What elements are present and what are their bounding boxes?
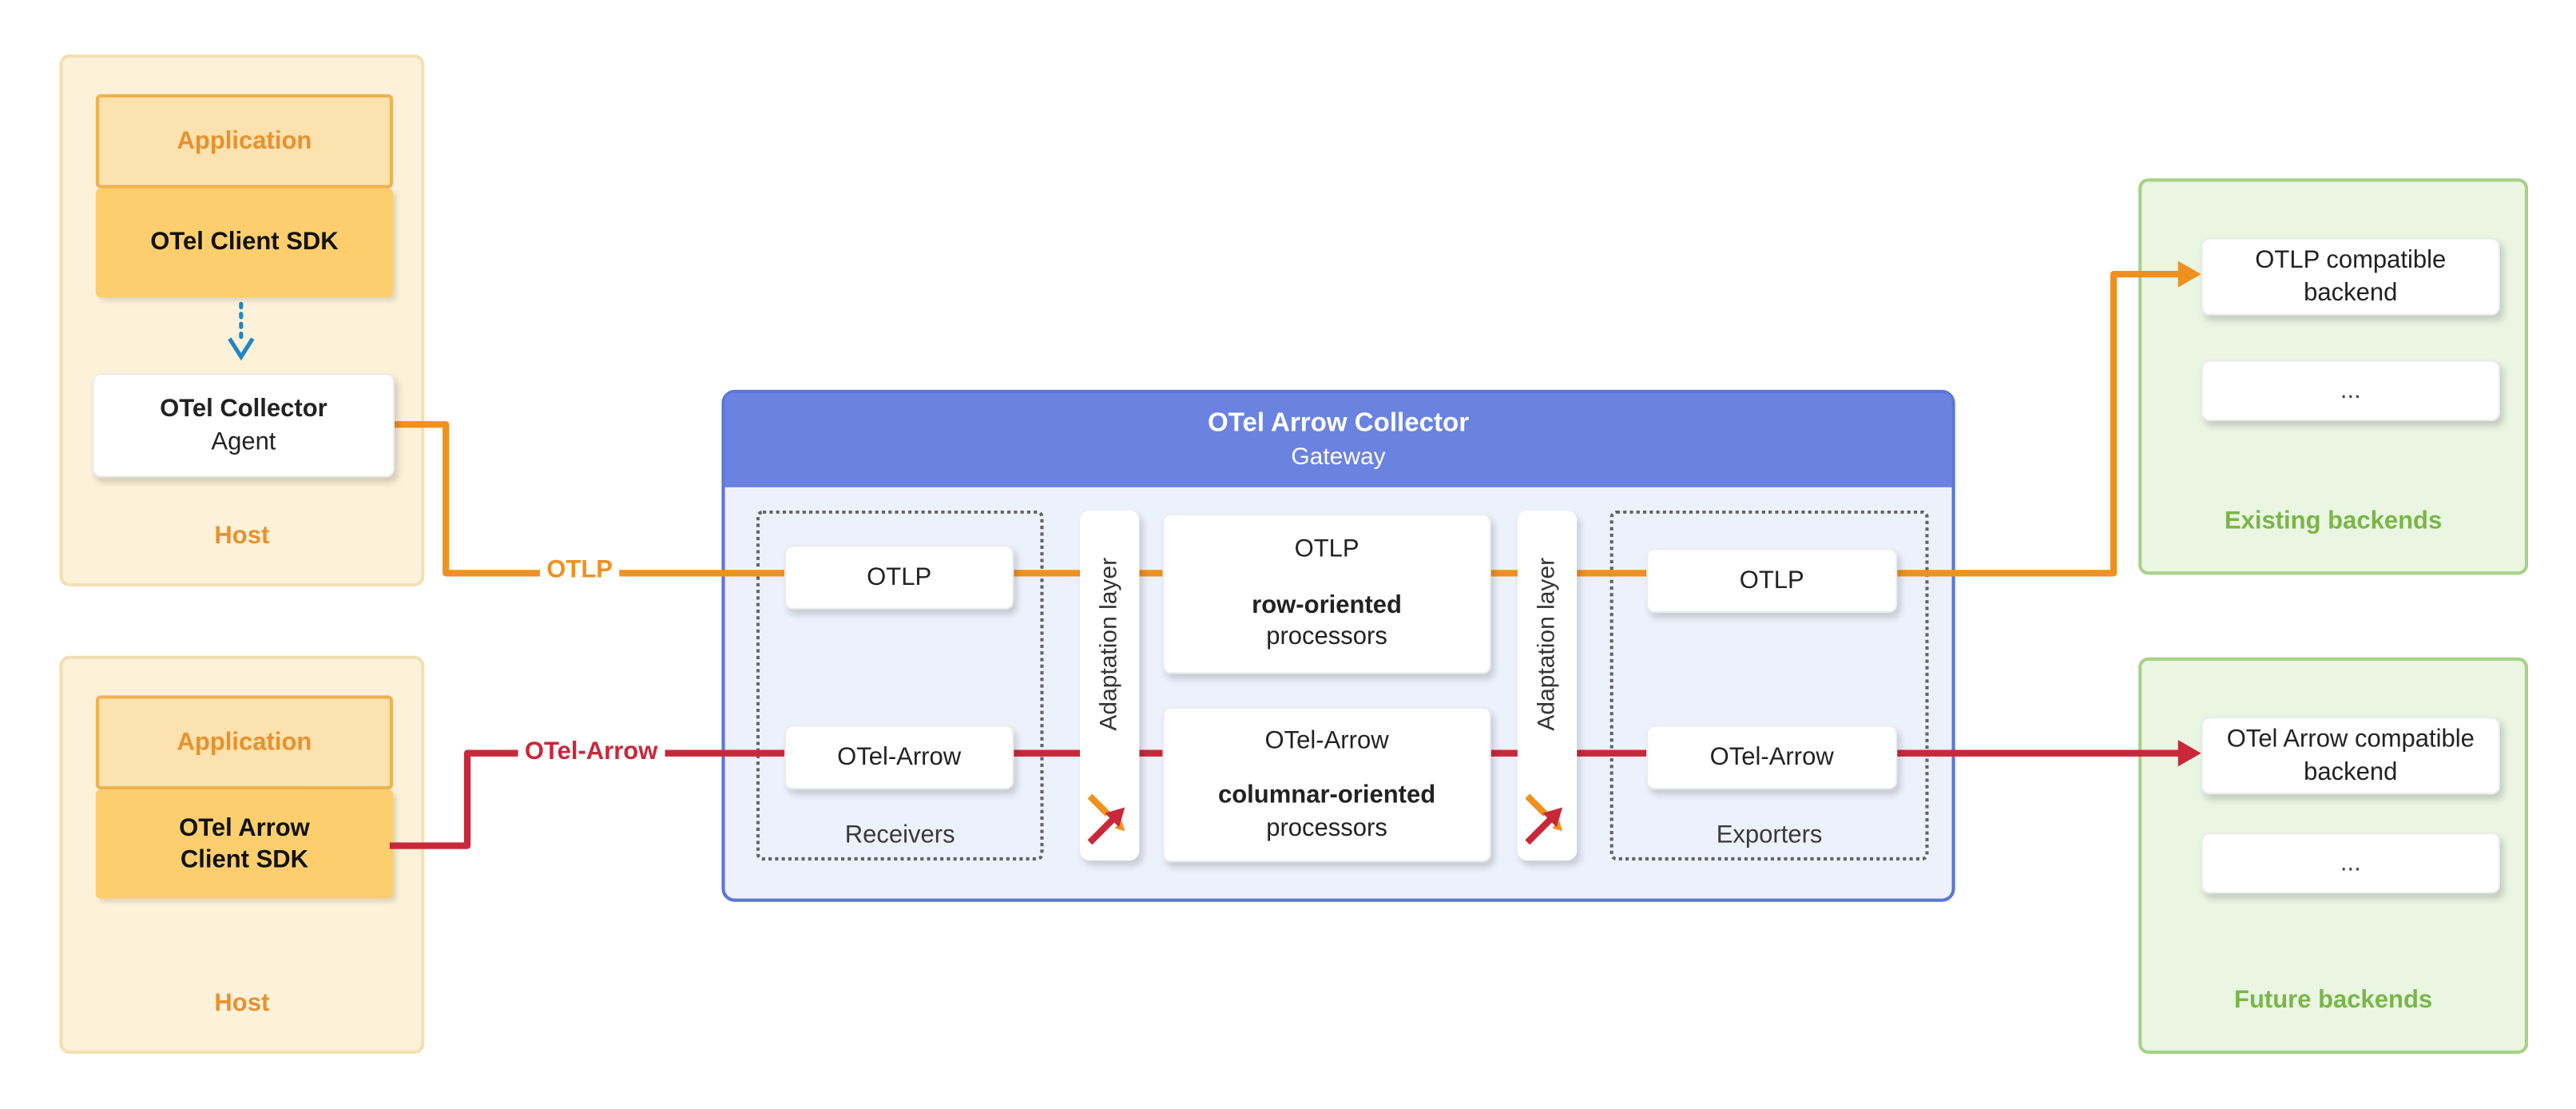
existing-backends-panel: OTLP compatible backend ... Existing bac… <box>2138 178 2529 575</box>
application-box-top: Application <box>95 93 394 189</box>
exporters-label: Exporters <box>1716 821 1823 849</box>
exporter-otel-arrow-box: OTel-Arrow <box>1646 725 1898 790</box>
adaptation-layer-left-label: Adaptation layer <box>1096 556 1123 730</box>
processor-columnar-type: columnar-oriented <box>1217 781 1436 810</box>
otel-client-sdk-label: OTel Client SDK <box>150 228 339 256</box>
exporter-otel-arrow-label: OTel-Arrow <box>1709 742 1834 771</box>
otel-collector-label: OTel Collector <box>160 395 327 423</box>
arrow-backend-line1: OTel Arrow compatible <box>2226 725 2475 753</box>
application-box-bottom: Application <box>95 695 394 790</box>
agent-label: Agent <box>211 427 276 455</box>
adaptation-layer-left: Adaptation layer <box>1080 510 1140 861</box>
existing-backends-label: Existing backends <box>2224 507 2443 535</box>
exporter-otlp-label: OTLP <box>1739 566 1804 594</box>
future-backends-label: Future backends <box>2234 986 2433 1015</box>
adaptation-layer-right: Adaptation layer <box>1517 510 1578 861</box>
otel-arrow-flow-label: OTel-Arrow <box>518 735 665 768</box>
arrow-backend-line2: backend <box>2304 757 2398 786</box>
otel-arrow-flow-arrowhead <box>2177 740 2201 767</box>
conversion-arrows-icon <box>1523 793 1563 846</box>
exporter-otlp-box: OTLP <box>1646 548 1898 613</box>
existing-backend-ellipsis-box: ... <box>2201 360 2500 422</box>
processor-columnar-oriented-box: OTel-Arrow columnar-oriented processors <box>1162 706 1491 863</box>
gateway-subtitle: Gateway <box>1291 443 1386 471</box>
otel-arrow-compatible-backend-box: OTel Arrow compatible backend <box>2201 717 2500 795</box>
otlp-compatible-backend-box: OTLP compatible backend <box>2201 237 2500 316</box>
ellipsis-label: ... <box>2340 376 2361 404</box>
otel-collector-agent-box: OTel Collector Agent <box>92 373 395 478</box>
otel-arrow-client-sdk-box: OTel Arrow Client SDK <box>95 789 394 899</box>
future-backends-panel: OTel Arrow compatible backend ... Future… <box>2138 657 2529 1054</box>
future-backend-ellipsis-box: ... <box>2201 832 2500 894</box>
receiver-otel-arrow-box: OTel-Arrow <box>784 725 1014 790</box>
processor-row-type: row-oriented <box>1252 590 1402 619</box>
otel-arrow-client-sdk-label: OTel Arrow Client SDK <box>179 813 310 874</box>
host-panel-bottom: Application OTel Arrow Client SDK Host <box>59 655 425 1054</box>
gateway-title: OTel Arrow Collector <box>1207 409 1470 438</box>
receivers-label: Receivers <box>844 821 955 849</box>
receiver-otlp-label: OTLP <box>867 562 932 591</box>
otlp-backend-line2: backend <box>2304 278 2398 307</box>
gateway-header: OTel Arrow Collector Gateway <box>724 393 1952 487</box>
processor-row-oriented-box: OTLP row-oriented processors <box>1162 513 1491 674</box>
processor-row-word: processors <box>1266 622 1387 652</box>
host-panel-top: Application OTel Client SDK OTel Collect… <box>59 54 425 586</box>
processor-columnar-protocol: OTel-Arrow <box>1264 726 1389 755</box>
application-label: Application <box>177 127 312 156</box>
receiver-otel-arrow-label: OTel-Arrow <box>837 742 962 771</box>
receiver-otlp-box: OTLP <box>784 545 1014 610</box>
otel-client-sdk-box: OTel Client SDK <box>95 188 394 298</box>
otlp-flow-label: OTLP <box>540 554 620 586</box>
ellipsis-label: ... <box>2340 849 2361 877</box>
processor-columnar-word: processors <box>1266 813 1387 842</box>
receivers-zone: Receivers <box>756 510 1044 861</box>
adaptation-layer-right-label: Adaptation layer <box>1534 556 1561 730</box>
host-label-bottom: Host <box>214 989 270 1018</box>
gateway-panel: OTel Arrow Collector Gateway Receivers O… <box>721 389 1955 902</box>
exporters-zone: Exporters <box>1610 510 1929 861</box>
application-label: Application <box>177 728 312 757</box>
otlp-backend-line1: OTLP compatible <box>2255 246 2447 275</box>
host-label-top: Host <box>214 522 270 551</box>
otlp-flow-arrowhead <box>2177 260 2201 288</box>
processor-row-protocol: OTLP <box>1294 535 1359 564</box>
sdk-to-collector-arrowhead <box>228 337 255 361</box>
conversion-arrows-icon <box>1086 793 1125 846</box>
